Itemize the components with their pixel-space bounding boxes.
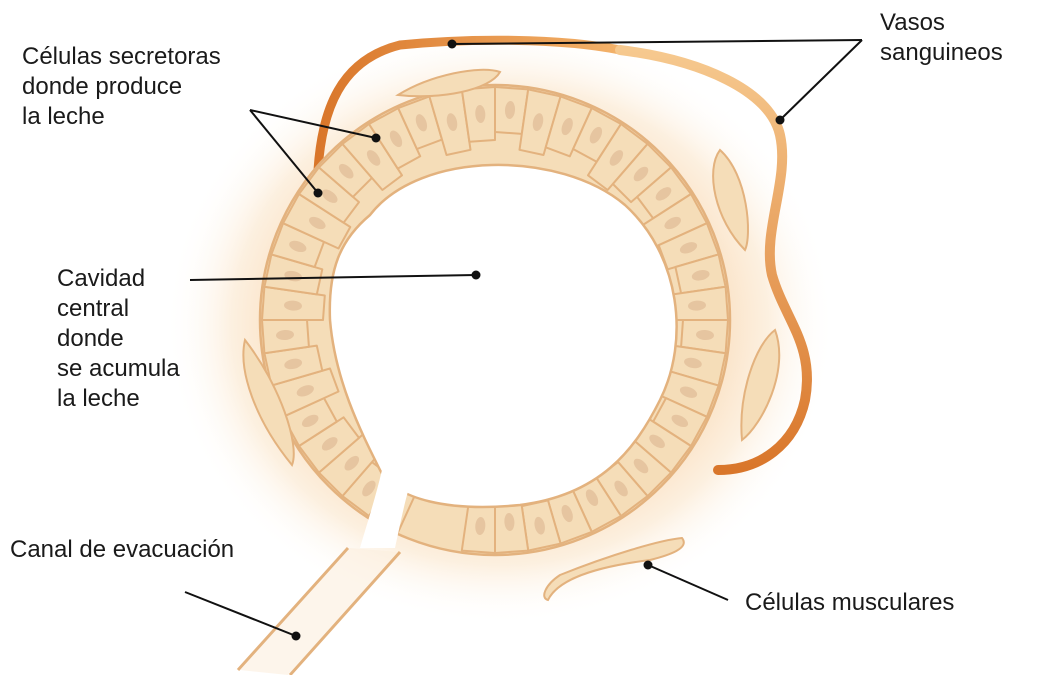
leader-vessel-right — [780, 40, 862, 120]
label-drain-canal: Canal de evacuación — [10, 535, 234, 565]
central-cavity — [330, 165, 677, 507]
leader-canal — [185, 592, 296, 636]
label-muscle-cells: Células musculares — [745, 588, 954, 618]
label-central-cavity: Cavidad central donde se acumula la lech… — [57, 264, 180, 414]
label-secretory-cells: Células secretoras donde produce la lech… — [22, 42, 221, 132]
label-blood-vessels: Vasos sanguineos — [880, 8, 1003, 68]
